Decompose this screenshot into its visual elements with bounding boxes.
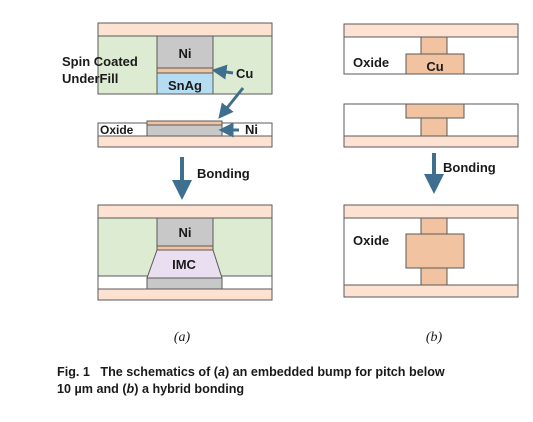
- cu-label: Cu: [236, 66, 253, 81]
- cu-diagonal-arrow: [218, 87, 245, 119]
- cu-layer: [156, 245, 214, 251]
- snag-label: SnAg: [168, 78, 202, 93]
- cu-pad: [405, 53, 465, 75]
- ni-pad: [146, 124, 223, 137]
- underfill-label-line1: Spin Coated: [62, 54, 138, 69]
- figure-number: Fig. 1: [57, 365, 90, 379]
- figure-diagram: Ni SnAg Spin Coated UnderFill Cu Oxide N…: [62, 22, 519, 345]
- ni-right-label: Ni: [245, 122, 258, 137]
- caption-a-letter: a: [217, 365, 225, 379]
- underfill-label-line2: UnderFill: [62, 71, 118, 86]
- cu-layer: [156, 67, 214, 74]
- substrate-layer: [97, 204, 273, 219]
- oxide-label: Oxide: [100, 123, 134, 137]
- substrate-layer: [343, 23, 519, 38]
- caption-text-2: ) an embedded bump for pitch below: [224, 365, 445, 379]
- bonding-label-b: Bonding: [443, 160, 496, 175]
- cu-pointer-arrow: [211, 64, 234, 80]
- caption-b-letter: b: [126, 382, 135, 396]
- cu-pad: [405, 103, 465, 119]
- ni-label: Ni: [179, 46, 192, 61]
- panel-a-bonded: Ni IMC: [97, 204, 273, 301]
- cu-via: [420, 217, 448, 235]
- ni-pillar: [156, 217, 214, 247]
- caption-text-1: The schematics of (: [100, 365, 218, 379]
- panel-b-bottom-die: [343, 103, 519, 148]
- snag-solder: [156, 72, 214, 95]
- panel-b-bonded: Oxide: [343, 204, 519, 298]
- cu-via: [420, 36, 448, 55]
- cu-via: [420, 117, 448, 137]
- cu-via: [420, 267, 448, 286]
- substrate-layer: [343, 284, 519, 298]
- caption-text-4: ) a hybrid bonding: [134, 382, 245, 396]
- cu-pad: [146, 120, 223, 126]
- ni-label: Ni: [179, 225, 192, 240]
- substrate-layer: [97, 288, 273, 301]
- oxide-label: Oxide: [353, 233, 389, 248]
- panel-b-top-die: Oxide Cu: [343, 23, 519, 75]
- caption-text-3: 10 µm and (: [57, 382, 127, 396]
- figure-caption: Fig. 1 The schematics of (a) an embedded…: [57, 364, 527, 398]
- substrate-layer: [97, 22, 273, 37]
- bonding-label-a: Bonding: [197, 166, 250, 181]
- sub-caption-a: (a): [174, 330, 191, 345]
- substrate-layer: [343, 204, 519, 219]
- oxide-label: Oxide: [353, 55, 389, 70]
- imc-label: IMC: [172, 257, 196, 272]
- ni-pad: [146, 277, 223, 290]
- substrate-layer: [343, 135, 519, 148]
- ni-pillar: [156, 35, 214, 69]
- sub-caption-b: (b): [426, 330, 443, 345]
- substrate-layer: [97, 135, 273, 148]
- cu-bonded-pad: [405, 233, 465, 269]
- cu-label: Cu: [426, 59, 443, 74]
